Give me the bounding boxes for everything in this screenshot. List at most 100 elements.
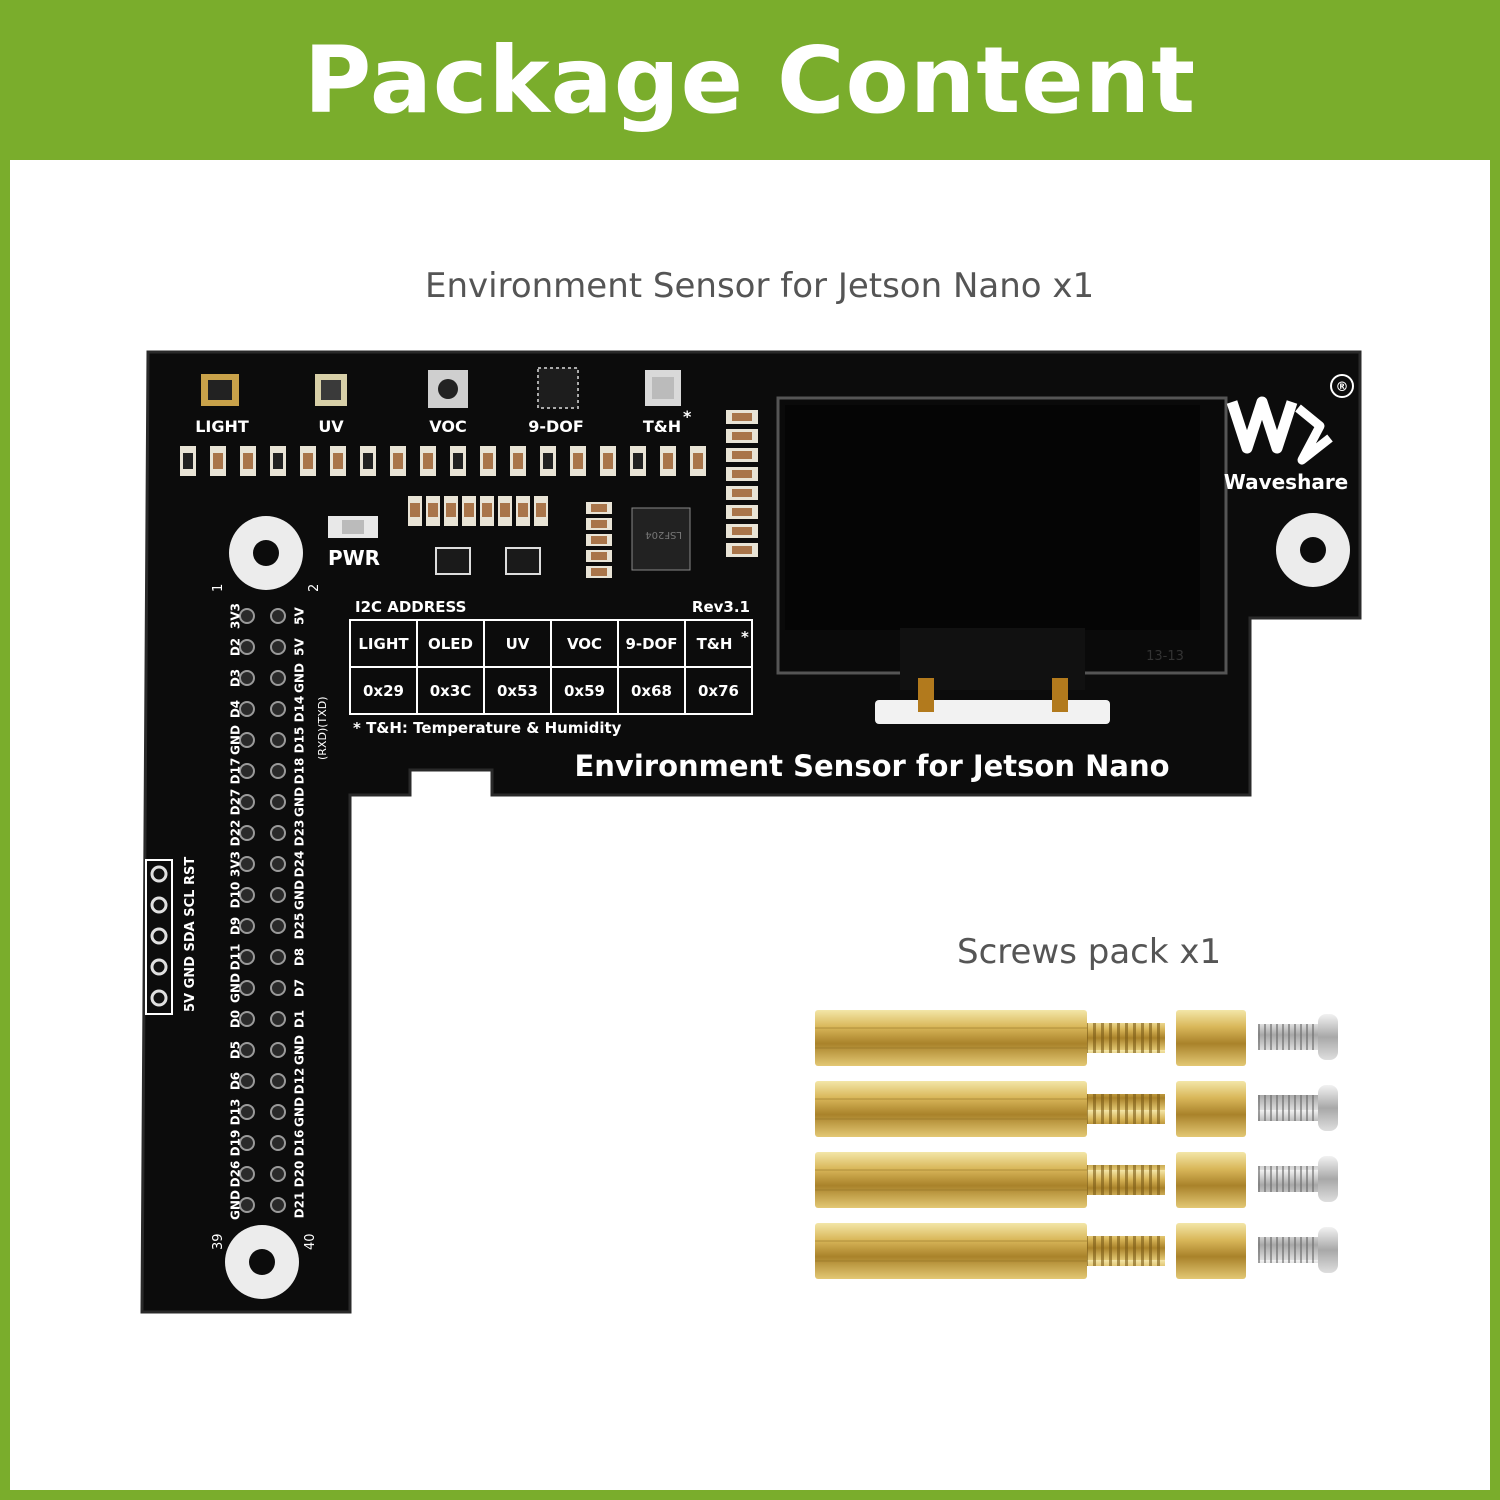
i2c-address-cell: 0x53 <box>497 682 538 700</box>
smd-part <box>390 446 406 476</box>
screw-thread <box>1258 1024 1318 1050</box>
label-th: T&H <box>643 417 681 436</box>
smd-part <box>300 446 316 476</box>
brand-name: Waveshare <box>1224 470 1349 494</box>
gpio-pin <box>239 1135 255 1151</box>
smd-part <box>586 534 612 546</box>
sensor-5pin-pads <box>150 865 168 1007</box>
oled-slot <box>875 700 1110 724</box>
smd-part <box>586 502 612 514</box>
gpio-pin <box>239 763 255 779</box>
smd-part <box>270 446 286 476</box>
gpio-left-label: D22 <box>229 820 243 847</box>
smd-part <box>586 518 612 530</box>
gpio-left-label: 3V3 <box>229 851 243 877</box>
header-banner: Package Content <box>0 0 1500 160</box>
gpio-right-label: D15 <box>293 727 307 754</box>
registered-mark: ® <box>1336 380 1349 395</box>
smd-part <box>586 550 612 562</box>
gpio-right-label: D16 <box>293 1130 307 1157</box>
gpio-pin <box>239 639 255 655</box>
gpio-pin <box>239 918 255 934</box>
smd-part <box>726 543 758 557</box>
short-standoff <box>1176 1152 1246 1208</box>
smd-component-cluster <box>408 496 612 578</box>
gpio-pin <box>270 639 286 655</box>
smd-part <box>630 446 646 476</box>
gpio-right-label: GND <box>293 663 307 693</box>
oled-screen <box>785 405 1200 630</box>
screw-thread <box>1258 1095 1318 1121</box>
gpio-pin <box>239 794 255 810</box>
mounting-hole-top-left <box>229 516 303 590</box>
standoff-thread <box>1087 1165 1165 1195</box>
gpio-pin <box>270 763 286 779</box>
gpio-left-label: D2 <box>229 638 243 656</box>
gpio-pin <box>239 1104 255 1120</box>
gpio-pin <box>239 980 255 996</box>
smd-component-column <box>726 410 758 557</box>
gpio-left-label: GND <box>229 973 243 1003</box>
gpio-pin <box>239 825 255 841</box>
gpio-left-label: D3 <box>229 669 243 687</box>
gpio-pin <box>270 1166 286 1182</box>
gpio-right-label: D21 <box>293 1192 307 1219</box>
gpio-pin <box>239 608 255 624</box>
long-standoff <box>815 1010 1087 1066</box>
smd-part <box>450 446 466 476</box>
screws-pack <box>815 1010 1338 1279</box>
smd-part <box>462 496 476 526</box>
screw-head <box>1318 1156 1338 1202</box>
gpio-pin <box>270 1073 286 1089</box>
standoff-set <box>815 1223 1338 1279</box>
label-th-asterisk: * <box>683 407 692 426</box>
i2c-header-cell: VOC <box>567 635 602 653</box>
gpio-pin <box>270 732 286 748</box>
sensor-5pin-header <box>145 859 173 1015</box>
i2c-header-cell: T&H <box>697 635 733 653</box>
rev-label: Rev3.1 <box>692 598 750 616</box>
smd-part <box>498 496 512 526</box>
smd-part <box>516 496 530 526</box>
smd-part <box>570 446 586 476</box>
i2c-address-cell: 0x76 <box>698 682 739 700</box>
standoff-thread <box>1087 1236 1165 1266</box>
header-pad <box>150 896 168 914</box>
gpio-left-label: D19 <box>229 1130 243 1157</box>
pin-40-label: 40 <box>303 1233 318 1250</box>
standoff-thread <box>1087 1094 1165 1124</box>
header-pad <box>150 927 168 945</box>
smd-part <box>660 446 676 476</box>
header-5pin-label: 5V GND SDA SCL RST <box>183 857 198 1012</box>
screw-thread <box>1258 1166 1318 1192</box>
smd-part <box>480 496 494 526</box>
i2c-header-asterisk: * <box>741 628 749 646</box>
gpio-left-label: D9 <box>229 917 243 935</box>
gpio-pin <box>239 887 255 903</box>
gpio-right-label: D23 <box>293 820 307 847</box>
smd-part <box>180 446 196 476</box>
waveshare-logo-icon <box>1226 374 1354 465</box>
gpio-right-label: D12 <box>293 1068 307 1095</box>
label-uv: UV <box>318 417 344 436</box>
short-standoff <box>1176 1010 1246 1066</box>
gpio-pin <box>270 887 286 903</box>
screw-head <box>1318 1085 1338 1131</box>
smd-part <box>330 446 346 476</box>
smd-part <box>726 429 758 443</box>
smd-part <box>534 496 548 526</box>
gpio-left-label: GND <box>229 1190 243 1220</box>
gpio-right-label: D14 <box>293 696 307 723</box>
gpio-left-label: D26 <box>229 1161 243 1188</box>
gpio-pin <box>239 1011 255 1027</box>
ic-level-shifter <box>631 507 691 571</box>
smd-part <box>240 446 256 476</box>
gpio-left-label: D27 <box>229 789 243 816</box>
screw-thread <box>1258 1237 1318 1263</box>
gpio-pin <box>239 670 255 686</box>
board-caption: Environment Sensor for Jetson Nano x1 <box>425 266 1095 306</box>
smd-part <box>540 446 556 476</box>
gpio-left-label: D6 <box>229 1072 243 1090</box>
gpio-pin <box>270 1011 286 1027</box>
long-standoff <box>815 1152 1087 1208</box>
